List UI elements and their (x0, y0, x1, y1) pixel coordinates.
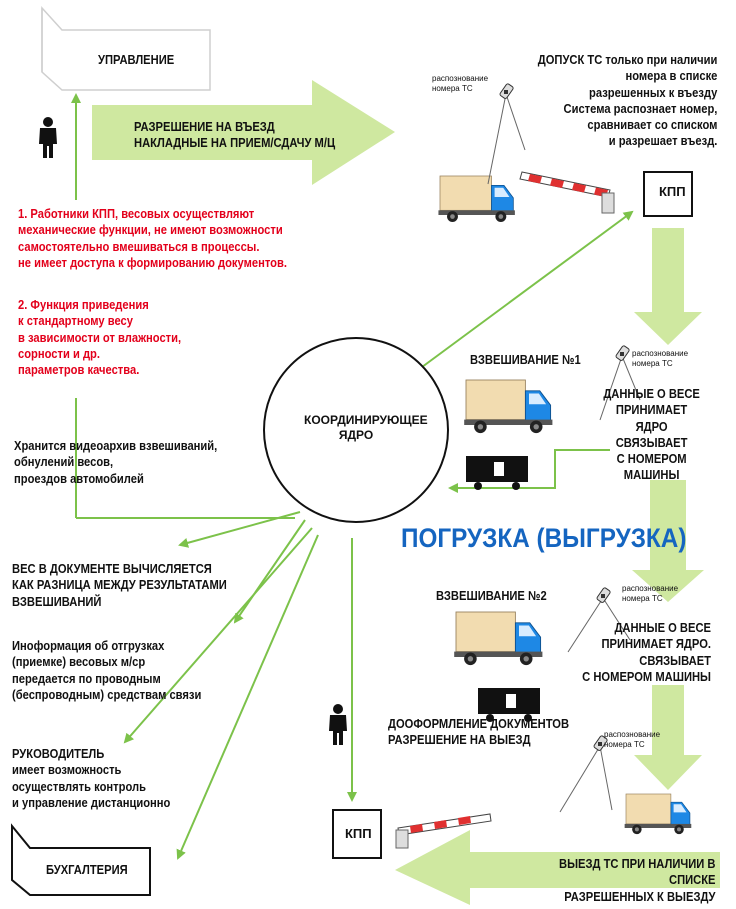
weighing-2-title: ВЗВЕШИВАНИЕ №2 (436, 588, 547, 603)
right-arrow-1 (634, 228, 702, 345)
scale-1 (466, 456, 528, 490)
truck-weighing-2 (453, 611, 543, 666)
barrier-top (519, 171, 615, 214)
camera-3 (567, 586, 631, 653)
admission-note: ДОПУСК ТС только при наличии номера в сп… (537, 52, 718, 149)
recognition-label: распознование номера ТС (632, 349, 689, 368)
recognition-label: распознование номера ТС (622, 584, 679, 603)
weight-doc-note: ВЕС В ДОКУМЕНТЕ ВЫЧИСЛЯЕТСЯ КАК РАЗНИЦА … (12, 561, 227, 609)
archive-note: Хранится видеоархив взвешиваний, обнулен… (14, 438, 218, 486)
weight-data-2: ДАННЫЕ О ВЕСЕ ПРИНИМАЕТ ЯДРО. СВЯЗЫВАЕТ … (582, 620, 711, 684)
person-icon (329, 704, 347, 745)
documents-note: ДООФОРМЛЕНИЕ ДОКУМЕНТОВ РАЗРЕШЕНИЕ НА ВЫ… (388, 716, 570, 748)
weight-data-1: ДАННЫЕ О ВЕСЕ ПРИНИМАЕТ ЯДРО СВЯЗЫВАЕТ С… (603, 386, 700, 483)
kpp-top-label: КПП (659, 184, 686, 199)
camera-2 (599, 344, 641, 421)
exit-permit-label: ВЫЕЗД ТС ПРИ НАЛИЧИИ В СПИСКЕ РАЗРЕШЕННЫ… (559, 856, 716, 904)
red-note-1: 1. Работники КПП, весовых осуществляют м… (18, 206, 287, 270)
recognition-label: распознование номера ТС (432, 74, 489, 93)
truck-entry (438, 175, 516, 223)
kpp-bottom-box (332, 809, 382, 859)
loading-title: ПОГРУЗКА (ВЫГРУЗКА) (401, 523, 687, 553)
red-note-2: 2. Функция приведения к стандартному вес… (18, 297, 182, 377)
core-circle (263, 337, 449, 523)
core-label: КООРДИНИРУЮЩЕЕ ЯДРО (304, 413, 428, 442)
barrier-bottom (395, 813, 492, 849)
manager-note: РУКОВОДИТЕЛЬ имеет возможность осуществл… (12, 746, 171, 810)
weighing-1-title: ВЗВЕШИВАНИЕ №1 (470, 352, 581, 367)
entry-permit-arrow (92, 80, 395, 185)
truck-exit (624, 793, 692, 835)
management-box (41, 6, 211, 91)
recognition-label: распознование номера ТС (604, 730, 661, 749)
entry-permit-label: РАЗРЕШЕНИЕ НА ВЪЕЗД НАКЛАДНЫЕ НА ПРИЕМ/С… (134, 119, 336, 151)
person-icon (39, 117, 57, 158)
kpp-bottom-label: КПП (345, 826, 372, 841)
accounting-label: БУХГАЛТЕРИЯ (46, 862, 128, 877)
exit-permit-arrow (395, 830, 720, 905)
kpp-top-box (643, 171, 693, 217)
truck-weighing-1 (463, 379, 553, 434)
info-transfer-note: Иноформация об отгрузках (приемке) весов… (12, 638, 202, 702)
right-arrow-2 (632, 480, 704, 602)
right-arrow-3 (634, 685, 702, 790)
camera-4 (559, 734, 613, 813)
accounting-box (11, 823, 151, 896)
camera-1 (487, 82, 526, 185)
management-label: УПРАВЛЕНИЕ (98, 52, 175, 67)
